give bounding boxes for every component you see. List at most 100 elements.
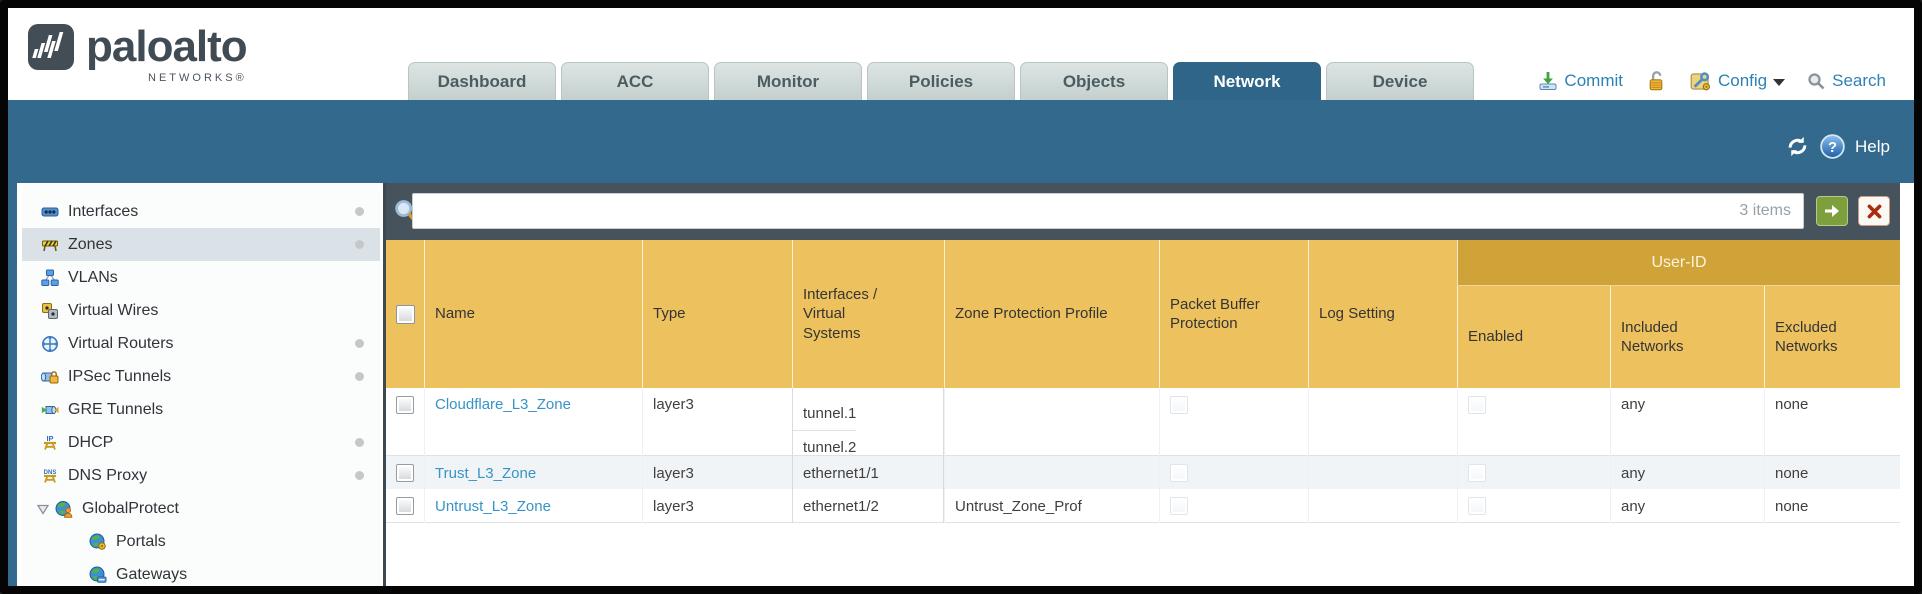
virtual-wires-icon [40, 302, 60, 320]
included-networks-cell: any [1610, 456, 1764, 490]
clear-filter-button[interactable] [1858, 196, 1890, 226]
help-link[interactable]: Help [1855, 136, 1890, 156]
sidebar-item-label: VLANs [68, 268, 118, 286]
sidebar-item-gre-tunnels[interactable]: GRE Tunnels [22, 393, 380, 426]
sidebar-item-label: Zones [68, 235, 113, 253]
zone-name-link[interactable]: Cloudflare_L3_Zone [435, 396, 571, 413]
interfaces-icon [40, 203, 60, 221]
zone-protection-profile-cell [944, 388, 1159, 464]
config-caret-icon[interactable] [1773, 78, 1786, 86]
log-setting-cell [1308, 489, 1457, 523]
sidebar-item-dhcp[interactable]: IP DHCP [22, 426, 380, 459]
top-bar: paloalto NETWORKS® Dashboard ACC Monitor… [8, 8, 1914, 100]
included-networks-cell: any [1610, 489, 1764, 523]
sidebar-item-portals[interactable]: Portals [22, 525, 380, 558]
search-link[interactable]: Search [1832, 71, 1886, 90]
status-dot [355, 471, 364, 480]
packet-buffer-protection-cell [1159, 489, 1308, 523]
row-checkbox[interactable] [396, 396, 414, 414]
user-id-enabled-checkbox[interactable] [1468, 497, 1486, 515]
row-checkbox[interactable] [396, 464, 414, 482]
lock-icon[interactable] [1645, 70, 1667, 92]
paloalto-logo: paloalto NETWORKS® [28, 22, 248, 84]
config-icon[interactable] [1689, 71, 1712, 92]
sidebar-item-vlans[interactable]: VLANs [22, 261, 380, 294]
column-header-packet-buffer-protection[interactable]: Packet Buffer Protection [1159, 240, 1308, 388]
utility-links: Commit Config Search [1538, 64, 1886, 98]
help-icon[interactable]: ? [1820, 134, 1845, 159]
globalprotect-icon [54, 500, 74, 518]
paloalto-logo-icon [28, 24, 74, 70]
table-row: Untrust_L3_Zone layer3 ethernet1/2 Untru… [386, 489, 1900, 523]
brand-name: paloalto [86, 22, 248, 71]
tab-objects[interactable]: Objects [1020, 62, 1168, 100]
zone-name-link[interactable]: Untrust_L3_Zone [435, 497, 551, 515]
zone-type-cell: layer3 [642, 388, 792, 464]
select-all-checkbox[interactable] [395, 304, 415, 324]
row-checkbox[interactable] [396, 497, 414, 515]
green-arrow-icon [1825, 205, 1839, 217]
vlans-icon [40, 269, 60, 287]
user-id-enabled-checkbox[interactable] [1468, 396, 1486, 414]
status-dot [355, 240, 364, 249]
column-header-name[interactable]: Name [424, 240, 642, 388]
tab-dashboard[interactable]: Dashboard [408, 62, 556, 100]
interface-value: ethernet1/2 [803, 497, 879, 515]
dhcp-icon: IP [40, 434, 60, 452]
sidebar-item-zones[interactable]: Zones [22, 228, 380, 261]
column-header-log-setting[interactable]: Log Setting [1308, 240, 1457, 388]
packet-buffer-checkbox[interactable] [1170, 497, 1188, 515]
tab-network[interactable]: Network [1173, 62, 1321, 100]
sidebar-item-label: IPSec Tunnels [68, 367, 172, 385]
search-icon[interactable] [1807, 72, 1826, 91]
zones-icon [40, 236, 60, 254]
user-id-enabled-cell [1457, 456, 1610, 490]
apply-filter-button[interactable] [1816, 196, 1848, 226]
sidebar-item-interfaces[interactable]: Interfaces [22, 195, 380, 228]
zone-protection-profile-cell [944, 456, 1159, 490]
commit-icon[interactable] [1538, 71, 1558, 91]
tab-acc[interactable]: ACC [561, 62, 709, 100]
collapse-triangle-icon[interactable] [36, 502, 50, 516]
zone-interfaces-cell: ethernet1/2 [792, 489, 944, 523]
zone-name-link[interactable]: Trust_L3_Zone [435, 464, 537, 482]
row-select-cell [386, 456, 424, 490]
left-edge-strip [8, 183, 17, 586]
sidebar-item-globalprotect[interactable]: GlobalProtect [22, 492, 380, 525]
sidebar-item-virtual-routers[interactable]: Virtual Routers [22, 327, 380, 360]
commit-link[interactable]: Commit [1564, 71, 1623, 90]
column-header-type[interactable]: Type [642, 240, 792, 388]
column-header-zone-protection-profile[interactable]: Zone Protection Profile [944, 240, 1159, 388]
packet-buffer-checkbox[interactable] [1170, 464, 1188, 482]
excluded-networks-cell: none [1764, 388, 1900, 464]
log-setting-cell [1308, 388, 1457, 464]
sidebar-item-label: GlobalProtect [82, 499, 179, 517]
status-dot [355, 438, 364, 447]
tab-device[interactable]: Device [1326, 62, 1474, 100]
column-header-interfaces[interactable]: Interfaces / Virtual Systems [792, 240, 944, 388]
sidebar-item-label: Portals [116, 532, 166, 550]
packet-buffer-checkbox[interactable] [1170, 396, 1188, 414]
status-dot [355, 372, 364, 381]
sidebar-item-gateways[interactable]: Gateways [22, 558, 380, 586]
user-id-enabled-checkbox[interactable] [1468, 464, 1486, 482]
sidebar-item-ipsec-tunnels[interactable]: IPSec Tunnels [22, 360, 380, 393]
dns-proxy-icon: DNS [40, 467, 60, 485]
column-header-excluded-networks[interactable]: Excluded Networks [1764, 286, 1900, 388]
sidebar-item-virtual-wires[interactable]: Virtual Wires [22, 294, 380, 327]
status-dot [355, 339, 364, 348]
column-header-enabled[interactable]: Enabled [1457, 286, 1610, 388]
config-link[interactable]: Config [1717, 71, 1768, 90]
sidebar-item-dns-proxy[interactable]: DNS DNS Proxy [22, 459, 380, 492]
filter-input[interactable] [413, 194, 1740, 228]
column-header-included-networks[interactable]: Included Networks [1610, 286, 1764, 388]
packet-buffer-protection-cell [1159, 456, 1308, 490]
tab-monitor[interactable]: Monitor [714, 62, 862, 100]
refresh-icon[interactable] [1785, 134, 1810, 159]
tab-policies[interactable]: Policies [867, 62, 1015, 100]
zone-interfaces-cell: tunnel.1 tunnel.2 [792, 388, 944, 464]
items-count: 3 items [1739, 202, 1791, 219]
svg-text:DNS: DNS [44, 470, 57, 476]
zone-type-cell: layer3 [642, 456, 792, 490]
